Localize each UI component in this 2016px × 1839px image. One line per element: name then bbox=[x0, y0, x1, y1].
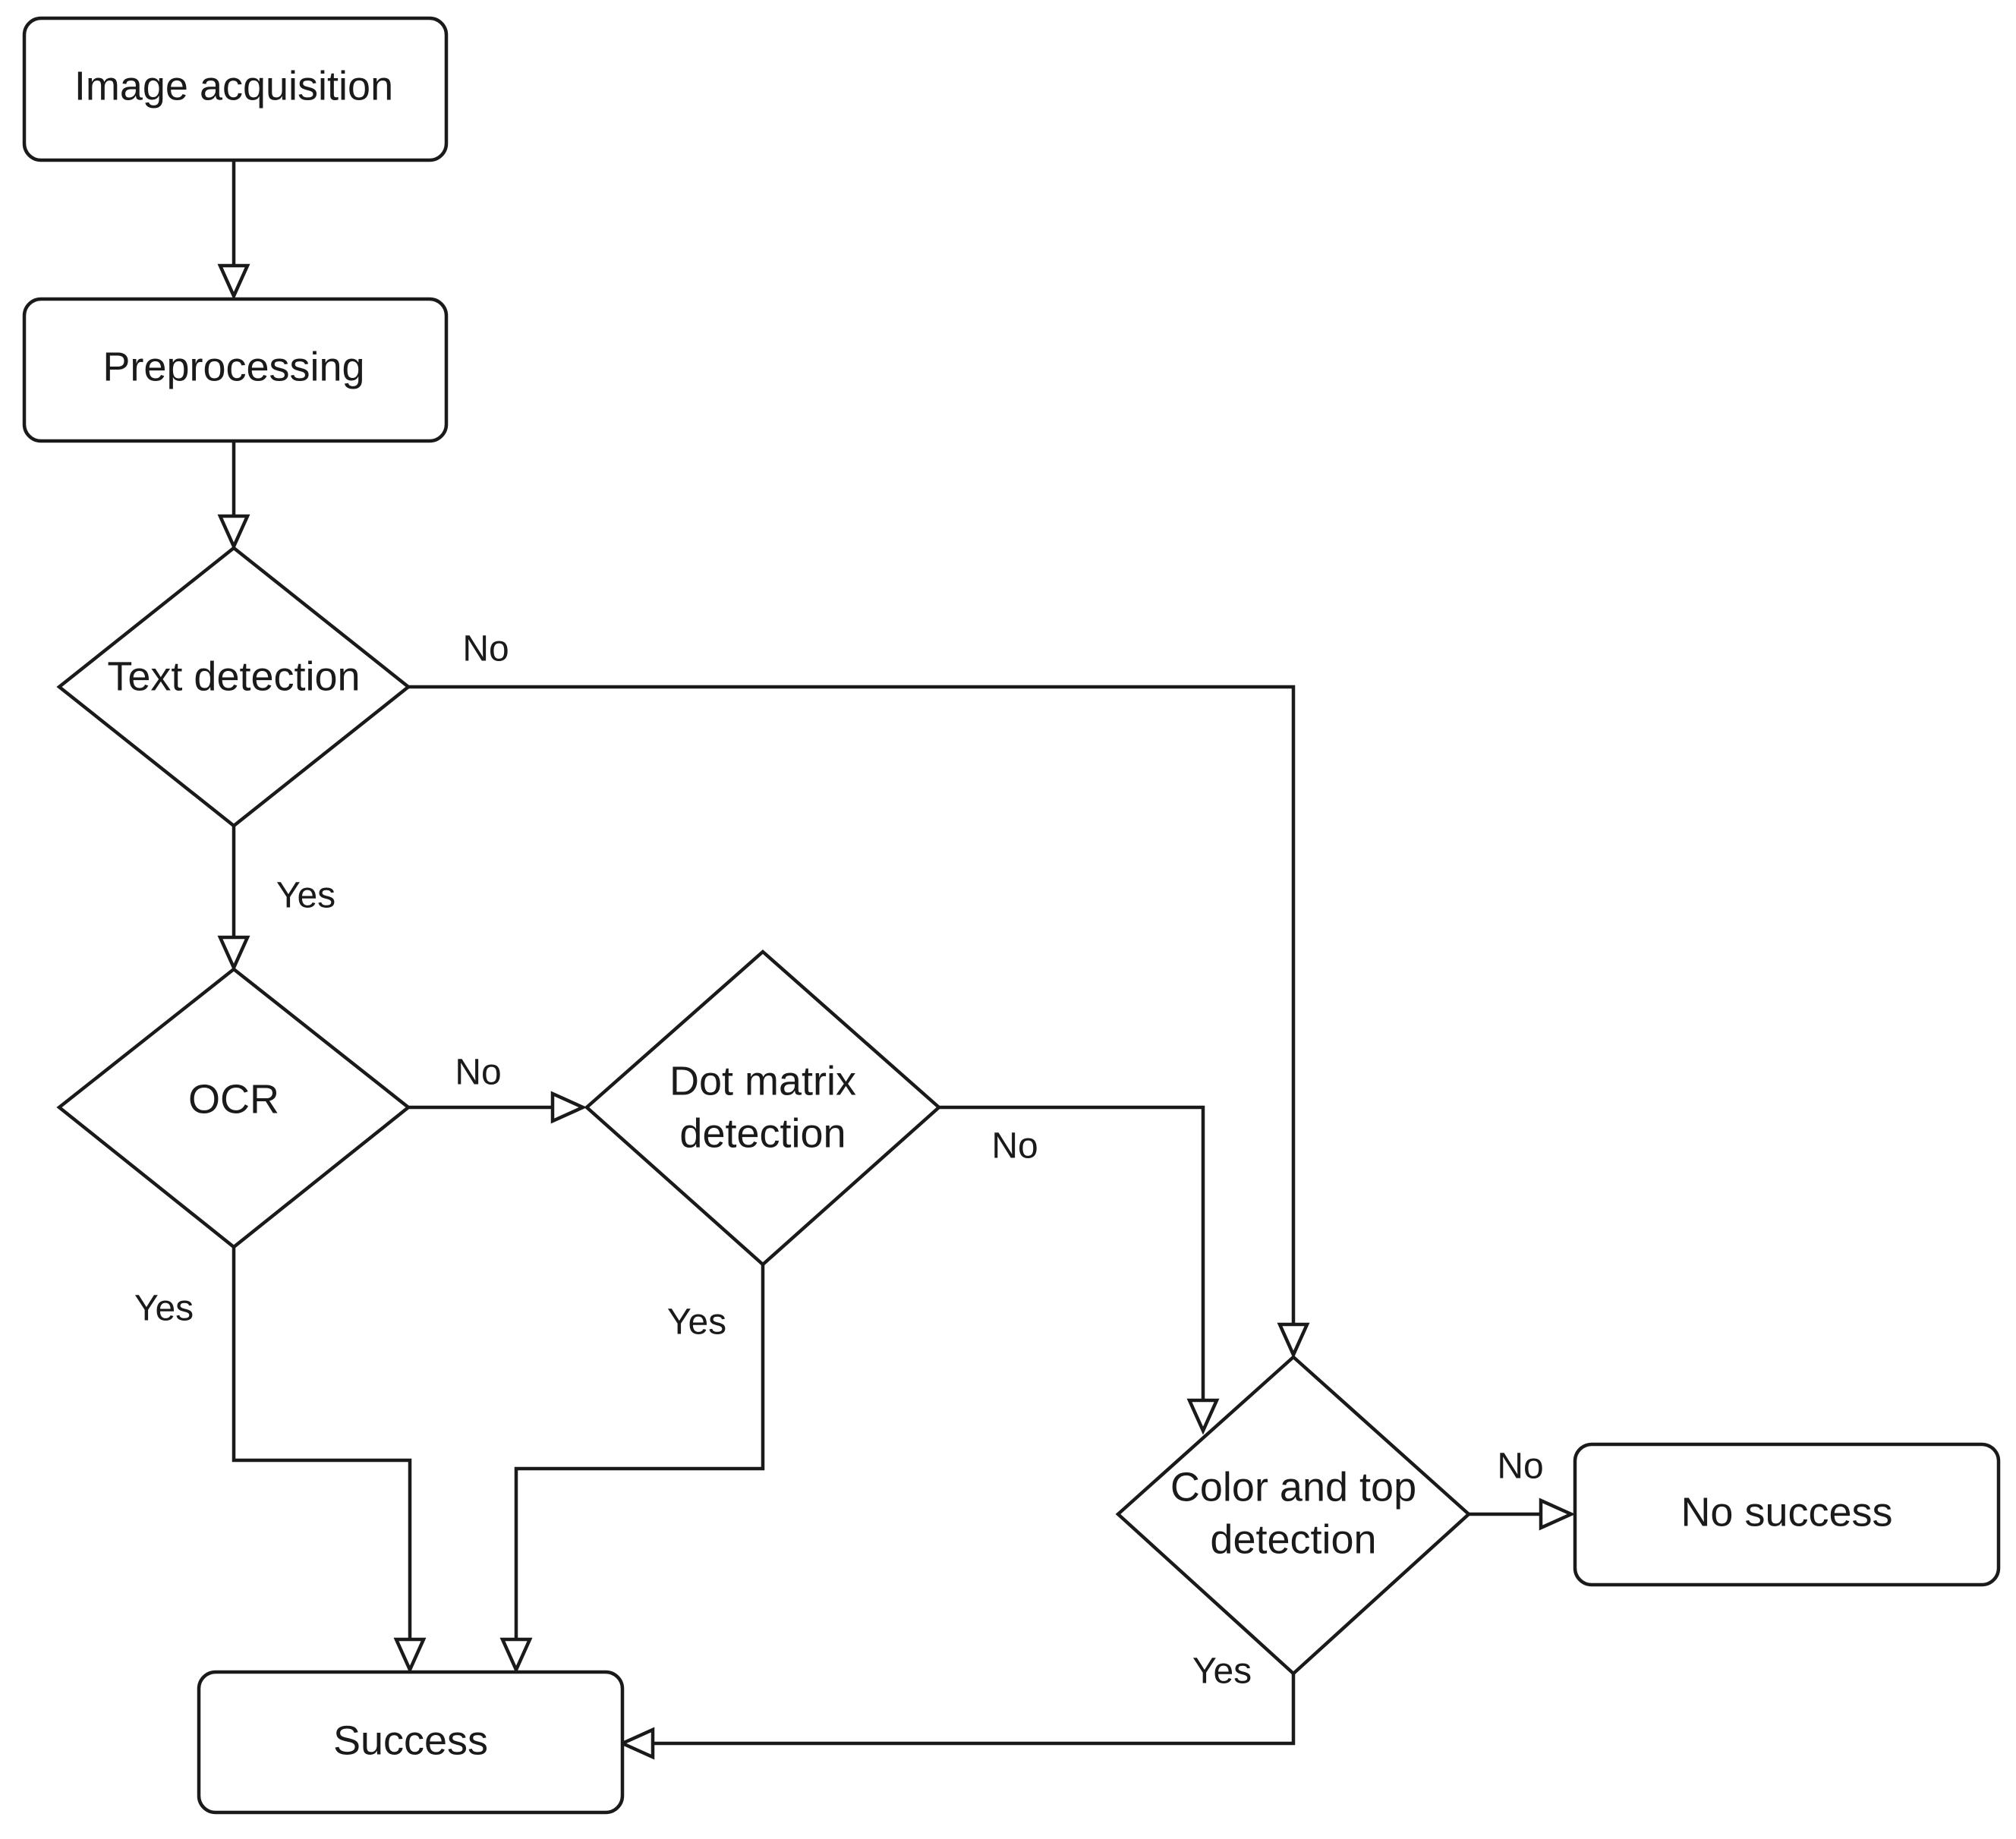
edge-dot-matrix-yes bbox=[514, 1264, 765, 1639]
node-preprocessing: Preprocessing bbox=[22, 297, 449, 443]
edge-label-color-yes: Yes bbox=[1192, 1652, 1252, 1692]
decision-dot-matrix-label-line1: Dot matrix bbox=[669, 1058, 856, 1104]
edge-label-ocr-no: No bbox=[455, 1053, 501, 1093]
node-preprocessing-label: Preprocessing bbox=[102, 344, 364, 389]
arrowhead-color-from-text bbox=[1277, 1322, 1310, 1359]
edge-ocr-yes bbox=[232, 1247, 412, 1639]
edge-label-color-no: No bbox=[1497, 1447, 1543, 1487]
node-success-label: Success bbox=[333, 1718, 488, 1763]
edge-text-detection-no bbox=[408, 685, 1296, 1324]
node-image-acquisition-label: Image acquisition bbox=[74, 63, 393, 109]
arrowhead-dot-matrix bbox=[550, 1091, 587, 1124]
decision-dot-matrix-detection: Dot matrix detection bbox=[584, 949, 942, 1267]
decision-ocr: OCR bbox=[56, 967, 411, 1249]
arrowhead-text-detection bbox=[217, 514, 250, 551]
decision-color-and-top-detection: Color and top detection bbox=[1115, 1354, 1472, 1677]
arrowhead-success-from-dot-matrix bbox=[499, 1637, 533, 1674]
decision-color-top-label-line2: detection bbox=[1210, 1516, 1376, 1562]
decision-dot-matrix-label-line2: detection bbox=[679, 1110, 846, 1156]
edge-label-text-yes: Yes bbox=[276, 876, 335, 916]
node-no-success-label: No success bbox=[1681, 1489, 1892, 1535]
decision-text-detection: Text detection bbox=[56, 546, 411, 828]
arrowhead-no-success bbox=[1539, 1497, 1576, 1531]
arrowhead-success-from-ocr bbox=[393, 1637, 427, 1674]
node-success: Success bbox=[197, 1670, 625, 1815]
edge-label-ocr-yes: Yes bbox=[134, 1289, 194, 1329]
edge-label-dot-no: No bbox=[991, 1126, 1038, 1167]
arrowhead-success-from-color bbox=[618, 1727, 655, 1760]
edge-dot-matrix-no bbox=[939, 1105, 1205, 1400]
arrowhead-preprocessing bbox=[217, 263, 250, 301]
edge-label-dot-yes: Yes bbox=[667, 1302, 726, 1343]
arrowhead-ocr bbox=[217, 935, 250, 972]
node-image-acquisition: Image acquisition bbox=[22, 16, 449, 162]
decision-ocr-label: OCR bbox=[188, 1076, 279, 1122]
node-no-success: No success bbox=[1573, 1442, 2001, 1587]
edge-color-yes bbox=[653, 1674, 1296, 1746]
decision-text-detection-label: Text detection bbox=[107, 653, 360, 699]
decision-color-top-label-line1: Color and top bbox=[1170, 1464, 1416, 1510]
edge-label-text-no: No bbox=[462, 629, 509, 669]
arrowhead-color-from-dot-matrix bbox=[1186, 1398, 1220, 1435]
